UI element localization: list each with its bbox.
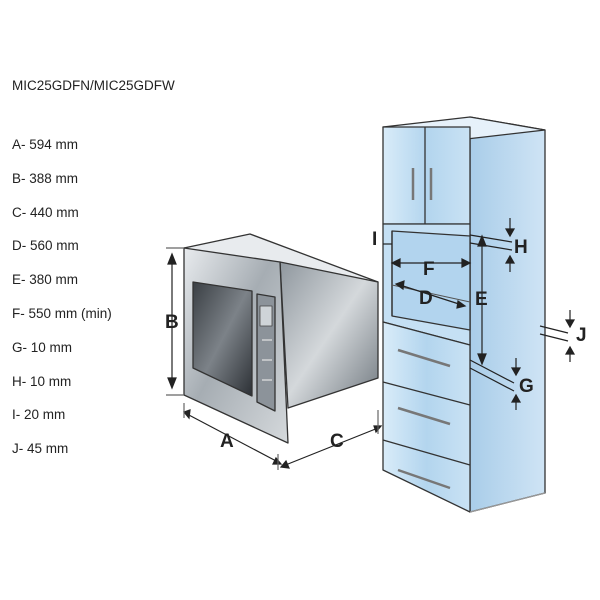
label-a: A — [220, 431, 234, 452]
dimension-b: B- 388 mm — [12, 170, 79, 186]
label-d: D — [419, 288, 433, 309]
label-f: F — [423, 259, 435, 280]
model-title: MIC25GDFN/MIC25GDFW — [12, 78, 175, 93]
label-j: J — [576, 325, 587, 346]
label-i: I — [372, 229, 377, 250]
dimension-c: C- 440 mm — [12, 204, 79, 220]
label-c: C — [330, 431, 344, 452]
dimension-list: A- 594 mm B- 388 mm C- 440 mm D- 560 mm … — [12, 137, 112, 475]
label-e: E — [475, 289, 488, 310]
microwave-oven — [183, 233, 379, 444]
tall-cabinet — [382, 116, 546, 513]
dimension-a: A- 594 mm — [12, 137, 79, 152]
label-b: B — [165, 312, 179, 333]
dimension-h: H- 10 mm — [12, 373, 72, 389]
dimension-j: J- 45 mm — [12, 441, 69, 457]
dimension-f: F- 550 mm (min) — [12, 305, 112, 321]
dimension-e: E- 380 mm — [12, 272, 79, 288]
dimension-g: G- 10 mm — [12, 339, 73, 355]
dimension-d: D- 560 mm — [12, 238, 79, 254]
label-h: H — [514, 237, 528, 258]
dimension-lines — [166, 218, 576, 470]
dimension-i: I- 20 mm — [12, 407, 66, 423]
label-g: G — [519, 376, 534, 397]
